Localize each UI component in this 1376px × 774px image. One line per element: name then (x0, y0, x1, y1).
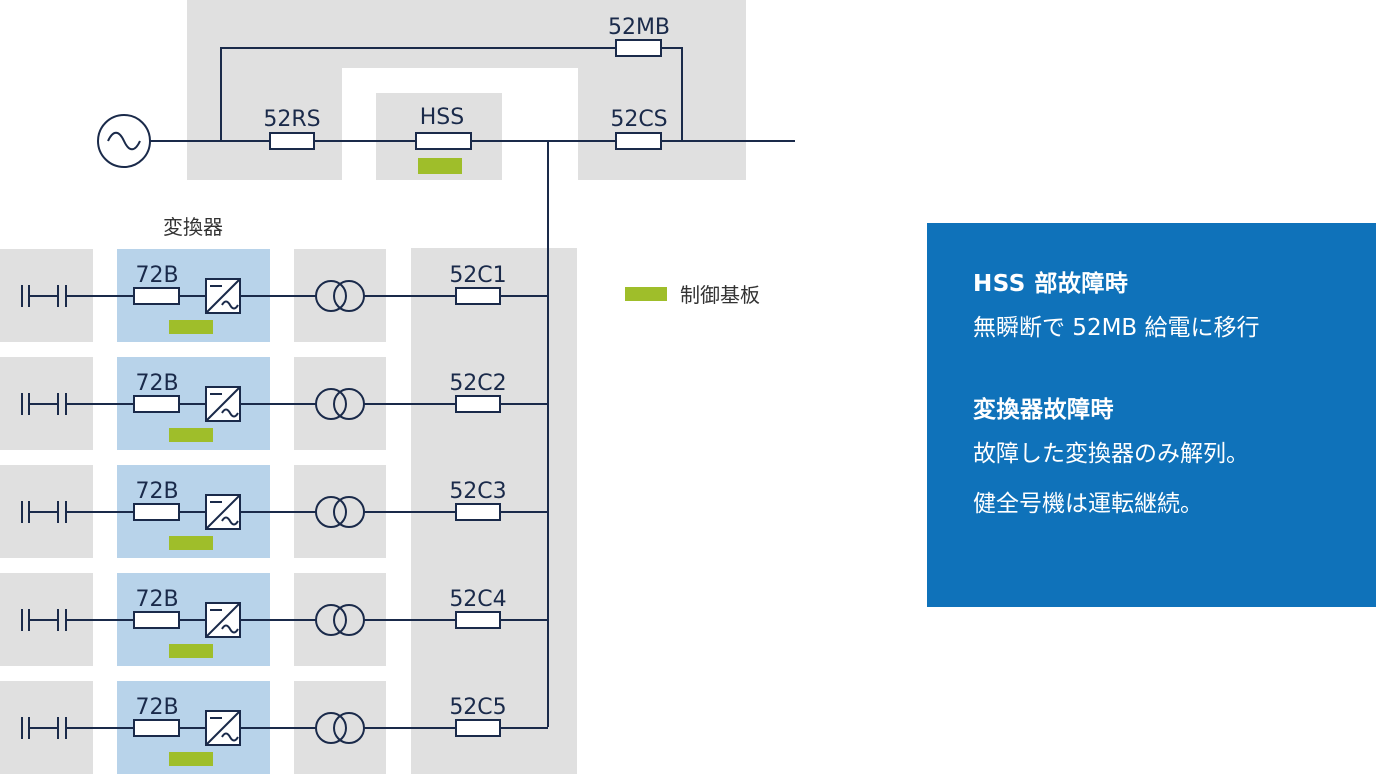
converter-fault-title: 変換器故障時 (973, 397, 1114, 423)
transformer-symbol (315, 496, 347, 528)
control-board (169, 536, 213, 550)
converter-group-label: 変換器 (163, 215, 223, 239)
converter-row-4: 72B 52C4 (0, 573, 548, 666)
label-72b: 72B (135, 587, 178, 612)
converter-fault-text-1: 故障した変換器のみ解列。 (973, 441, 1249, 467)
label-feeder-breaker: 52C1 (449, 263, 506, 288)
feeder-breaker (455, 503, 501, 521)
feeder-breaker (455, 287, 501, 305)
converter-row-2: 72B 52C2 (0, 357, 548, 450)
converter-row-3: 72B 52C3 (0, 465, 548, 558)
feeder-breaker (455, 719, 501, 737)
transformer-symbol (315, 388, 347, 420)
label-72b: 72B (135, 371, 178, 396)
control-board (169, 644, 213, 658)
switchgear-panel (187, 0, 746, 180)
breaker-72b (133, 287, 180, 305)
breaker-52cs (615, 132, 662, 150)
control-board (169, 752, 213, 766)
feeder-breaker (455, 395, 501, 413)
feeder-breaker (455, 611, 501, 629)
control-board (169, 320, 213, 334)
label-feeder-breaker: 52C2 (449, 371, 506, 396)
breaker-72b (133, 395, 180, 413)
breaker-72b (133, 503, 180, 521)
hss-control-board (418, 158, 462, 174)
hss-fault-text: 無瞬断で 52MB 給電に移行 (973, 315, 1260, 341)
label-hss: HSS (420, 105, 464, 130)
hss-fault-title: HSS 部故障時 (973, 271, 1129, 297)
legend-label: 制御基板 (680, 283, 760, 307)
label-52rs: 52RS (263, 107, 320, 132)
transformer-symbol (315, 712, 347, 744)
breaker-52rs (269, 132, 315, 150)
row-symbols (21, 278, 548, 314)
legend: 制御基板 (625, 283, 760, 307)
label-feeder-breaker: 52C3 (449, 479, 506, 504)
label-72b: 72B (135, 479, 178, 504)
converter-rows: 72B 52C1 72B 52C2 72B 52C3 72B 52C4 72B 52C5 (0, 249, 548, 774)
label-feeder-breaker: 52C4 (449, 587, 506, 612)
generator-symbol (97, 114, 151, 168)
row-symbols (21, 494, 548, 530)
breaker-72b (133, 611, 180, 629)
row-symbols (21, 386, 548, 422)
label-72b: 72B (135, 695, 178, 720)
label-feeder-breaker: 52C5 (449, 695, 506, 720)
label-72b: 72B (135, 263, 178, 288)
transformer-symbol (315, 604, 347, 636)
control-board (169, 428, 213, 442)
converter-row-5: 72B 52C5 (0, 681, 548, 774)
top-labels: 52MB 52RS HSS 52CS (263, 15, 670, 132)
legend-swatch (625, 287, 667, 301)
converter-fault-text-2: 健全号機は運転継続。 (973, 491, 1203, 517)
label-52cs: 52CS (610, 107, 667, 132)
transformer-symbol (315, 280, 347, 312)
row-symbols (21, 710, 548, 746)
breaker-72b (133, 719, 180, 737)
main-lines (150, 47, 795, 727)
label-52mb: 52MB (608, 15, 670, 40)
breaker-52mb (615, 39, 662, 57)
fault-info-box: HSS 部故障時 無瞬断で 52MB 給電に移行 変換器故障時 故障した変換器の… (927, 223, 1376, 607)
breaker-hss (415, 132, 472, 150)
top-breakers (269, 39, 662, 150)
row-symbols (21, 602, 548, 638)
converter-row-1: 72B 52C1 (0, 249, 548, 342)
